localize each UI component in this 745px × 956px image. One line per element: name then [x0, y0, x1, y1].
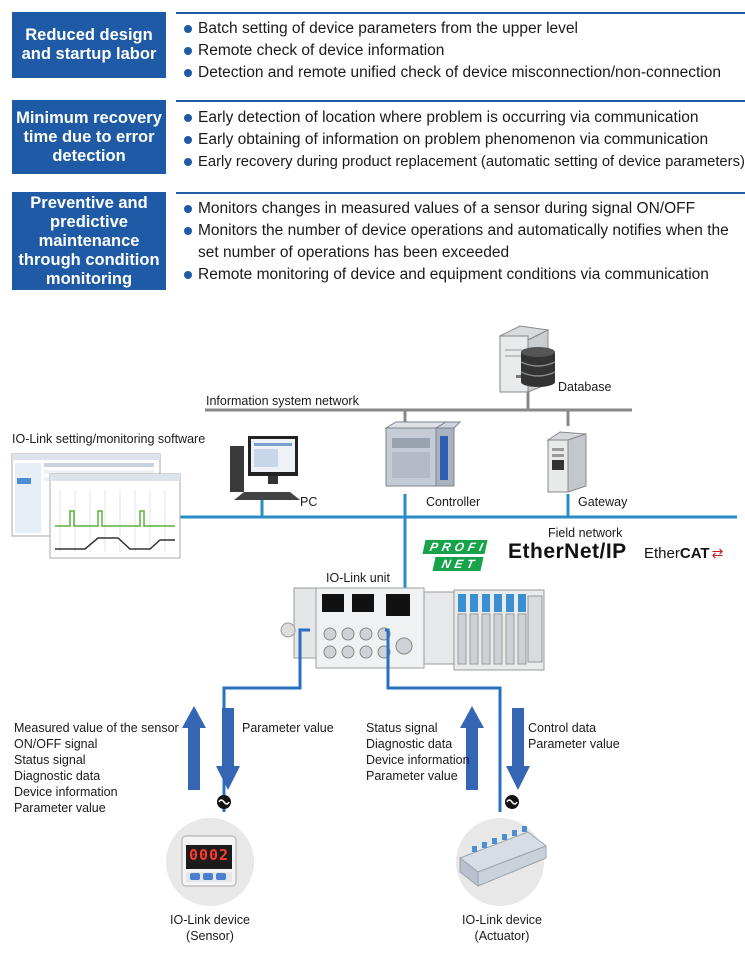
sensor-download-label: Parameter value	[242, 721, 334, 735]
data-label: Parameter value	[528, 737, 620, 751]
ethercat-logo: EtherCAT⇄	[644, 545, 723, 562]
field-network-label: Field network	[548, 526, 623, 540]
sensor-device-label: IO-Link device (Sensor)	[150, 912, 270, 944]
benefit-item: Monitors the number of device operations…	[184, 220, 738, 264]
software-window-icon	[11, 453, 181, 559]
data-label: Control data	[528, 721, 597, 735]
actuator-device-icon	[456, 818, 548, 906]
benefit-list-design: Batch setting of device parameters from …	[184, 18, 721, 84]
pc-label: PC	[300, 495, 318, 509]
sensor-upload-arrow	[182, 706, 206, 790]
ethercat-logo-part: Ether	[644, 545, 680, 562]
benefit-badge-recovery: Minimum recovery time due to error detec…	[12, 100, 166, 174]
controller-label: Controller	[426, 495, 481, 509]
ethercat-arrow-icon: ⇄	[711, 545, 724, 561]
benefit-rule	[176, 12, 745, 14]
device-label-line: IO-Link device	[170, 913, 250, 927]
benefit-list-recovery: Early detection of location where proble…	[184, 107, 745, 173]
iolink-unit-icon	[280, 587, 545, 671]
benefit-item: Monitors changes in measured values of a…	[184, 198, 738, 220]
ethernetip-logo: EtherNet/IP	[508, 540, 627, 563]
benefit-title: Reduced design and startup labor	[21, 26, 157, 63]
iolink-symbol-icon	[505, 795, 519, 809]
device-label-line: (Actuator)	[474, 929, 530, 943]
data-label: Diagnostic data	[366, 737, 453, 751]
field-network-lines	[180, 494, 737, 588]
data-label: ON/OFF signal	[14, 737, 98, 751]
benefit-badge-design: Reduced design and startup labor	[12, 12, 166, 78]
actuator-download-arrow	[506, 708, 530, 790]
benefit-badge-maintenance: Preventive and predictive maintenance th…	[12, 192, 166, 290]
benefit-rule	[176, 192, 745, 194]
profinet-logo: PROFI NET	[422, 540, 496, 571]
info-network-label: Information system network	[206, 394, 359, 408]
actuator-device-label: IO-Link device (Actuator)	[442, 912, 562, 944]
data-label: Parameter value	[14, 801, 106, 815]
profinet-logo-bottom: NET	[432, 557, 484, 571]
database-label: Database	[558, 380, 612, 394]
benefit-title: Minimum recovery time due to error detec…	[16, 108, 162, 165]
benefit-list-maintenance: Monitors changes in measured values of a…	[184, 198, 738, 286]
iolink-unit-label: IO-Link unit	[326, 571, 390, 585]
sensor-display: 0002	[188, 846, 230, 864]
benefit-item: Early detection of location where proble…	[184, 107, 745, 129]
device-label-line: (Sensor)	[186, 929, 234, 943]
data-label: Diagnostic data	[14, 769, 101, 783]
data-label: Device information	[14, 785, 118, 799]
actuator-upload-arrow	[460, 706, 484, 790]
data-label: Measured value of the sensor	[14, 721, 179, 735]
actuator-upload-labels: Status signal Diagnostic data Device inf…	[366, 720, 470, 784]
software-label: IO-Link setting/monitoring software	[12, 432, 206, 446]
iolink-symbol-icon	[217, 795, 231, 809]
benefit-item: Detection and remote unified check of de…	[184, 62, 721, 84]
pc-icon	[230, 436, 300, 500]
actuator-download-labels: Control data Parameter value	[528, 720, 620, 752]
database-cylinder-icon	[520, 347, 556, 387]
ethercat-logo-part: CAT	[679, 545, 710, 562]
sensor-device-icon	[166, 818, 254, 906]
data-label: Device information	[366, 753, 470, 767]
profinet-logo-top: PROFI	[422, 540, 488, 554]
benefit-item: Early obtaining of information on proble…	[184, 129, 745, 151]
data-label: Status signal	[366, 721, 438, 735]
data-label: Parameter value	[366, 769, 458, 783]
device-label-line: IO-Link device	[462, 913, 542, 927]
benefit-item: Remote monitoring of device and equipmen…	[184, 264, 738, 286]
benefit-item: Remote check of device information	[184, 40, 721, 62]
benefit-rule	[176, 100, 745, 102]
benefit-item: Early recovery during product replacemen…	[184, 151, 745, 173]
benefit-title: Preventive and predictive maintenance th…	[18, 193, 160, 288]
gateway-icon	[546, 431, 587, 493]
gateway-label: Gateway	[578, 495, 628, 509]
benefit-item: Batch setting of device parameters from …	[184, 18, 721, 40]
sensor-download-arrow	[216, 708, 240, 790]
sensor-upload-labels: Measured value of the sensor ON/OFF sign…	[14, 720, 179, 816]
controller-icon	[384, 421, 462, 487]
data-label: Status signal	[14, 753, 86, 767]
